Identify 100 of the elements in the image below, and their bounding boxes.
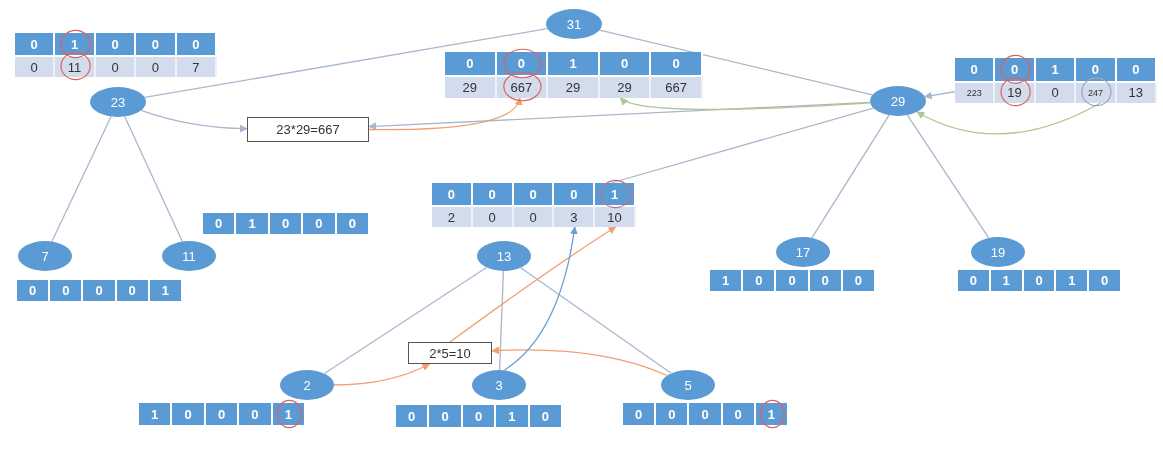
table-cell: 0 [396,405,430,427]
table-cell: 0 [95,33,137,55]
array-table [623,403,789,425]
table-cell: 1 [1035,58,1077,81]
node-label: 2 [303,377,311,393]
table-cell: 0 [1023,270,1057,291]
table-cell: 0 [50,280,84,301]
table-cell: 0 [776,270,810,291]
tree-line [906,114,990,239]
table-cell: 1 [990,270,1024,291]
table-cell: 0 [689,403,723,425]
table-cell: 0 [722,403,756,425]
table-cell: 0 [623,403,657,425]
node-label: 11 [182,248,196,264]
table-cell: 29 [445,75,497,98]
arrow [140,109,248,133]
array-table [139,403,306,425]
table-cell: 0 [1116,58,1157,81]
table-cell: 0 [599,52,652,75]
table-cell: 1 [496,405,530,427]
tree-line [144,27,548,99]
arrow [619,97,871,111]
table-cell: 0 [15,55,56,77]
tree-line [811,114,890,239]
table-cell: 0 [743,270,777,291]
table-cell: 0 [429,405,463,427]
tree-line [498,270,505,371]
table-cell: 1 [1056,270,1090,291]
tree-node-circle [90,87,146,117]
table-cell: 0 [472,205,514,227]
table-cell: 0 [513,183,555,205]
tree-line [520,267,672,374]
tree-node-circle [776,237,830,267]
node-label: 5 [684,377,692,393]
tree-node-circle [472,370,526,400]
table-cell: 0 [15,33,56,55]
table-cell: 0 [303,213,337,234]
tree-line [610,107,874,184]
table-cell: 0 [336,213,370,234]
tree-node-circle [162,241,216,271]
node-label: 31 [566,16,582,32]
node-label: 13 [496,248,512,264]
table-cell: 0 [1089,270,1122,291]
table-cell: 10 [595,205,636,227]
table-cell: 0 [17,280,51,301]
array-table [958,270,1122,291]
table-cell: 0 [656,403,690,425]
arrow [503,226,578,371]
table-cell: 0 [136,33,177,55]
table-cell: 0 [958,270,991,291]
tree-node-circle [280,370,334,400]
array-table [955,58,1157,103]
table-cell: 0 [116,280,150,301]
formula-text: 2*5=10 [429,345,471,361]
table-cell: 0 [651,52,703,75]
table-cell: 29 [599,75,652,98]
table-cell: 0 [462,405,497,427]
table-cell: 0 [239,403,273,425]
table-cell: 0 [472,183,514,205]
table-cell: 0 [554,183,596,205]
table-cell: 667 [651,75,703,98]
table-cell: 0 [205,403,240,425]
node-label: 19 [990,244,1006,260]
tree-node-circle [477,241,531,271]
array-table [15,33,217,77]
arrow [491,346,668,377]
arrow [924,91,956,100]
table-cell: 2 [432,205,473,227]
table-cell: 0 [445,52,497,75]
formula-box [247,117,369,142]
table-cell: 29 [548,75,600,98]
table-cell: 0 [529,405,563,427]
array-table [203,213,370,234]
array-table [710,270,876,291]
array-table [445,52,703,98]
tree-node-circle [546,9,602,39]
node-label: 17 [795,244,811,260]
tree-node-circle [971,237,1025,267]
table-cell: 223 [955,80,996,103]
arrow [916,102,1102,135]
node-label: 29 [890,93,906,109]
table-cell: 3 [554,205,596,227]
table-cell: 0 [136,55,177,77]
array-table [432,183,636,227]
arrow [333,363,431,386]
node-label: 23 [110,94,126,110]
formula-box [408,342,492,364]
table-cell: 0 [83,280,117,301]
table-cell: 0 [203,213,237,234]
table-cell: 0 [513,205,555,227]
table-cell: 0 [1076,58,1117,81]
tree-node-circle [661,370,715,400]
table-cell: 0 [269,213,304,234]
table-cell: 0 [432,183,473,205]
table-cell: 0 [955,58,996,81]
table-cell: 1 [139,403,173,425]
table-cell: 1 [548,52,600,75]
tree-line [323,266,488,375]
formula-text: 23*29=667 [276,122,340,137]
tree-node-circle [18,241,72,271]
